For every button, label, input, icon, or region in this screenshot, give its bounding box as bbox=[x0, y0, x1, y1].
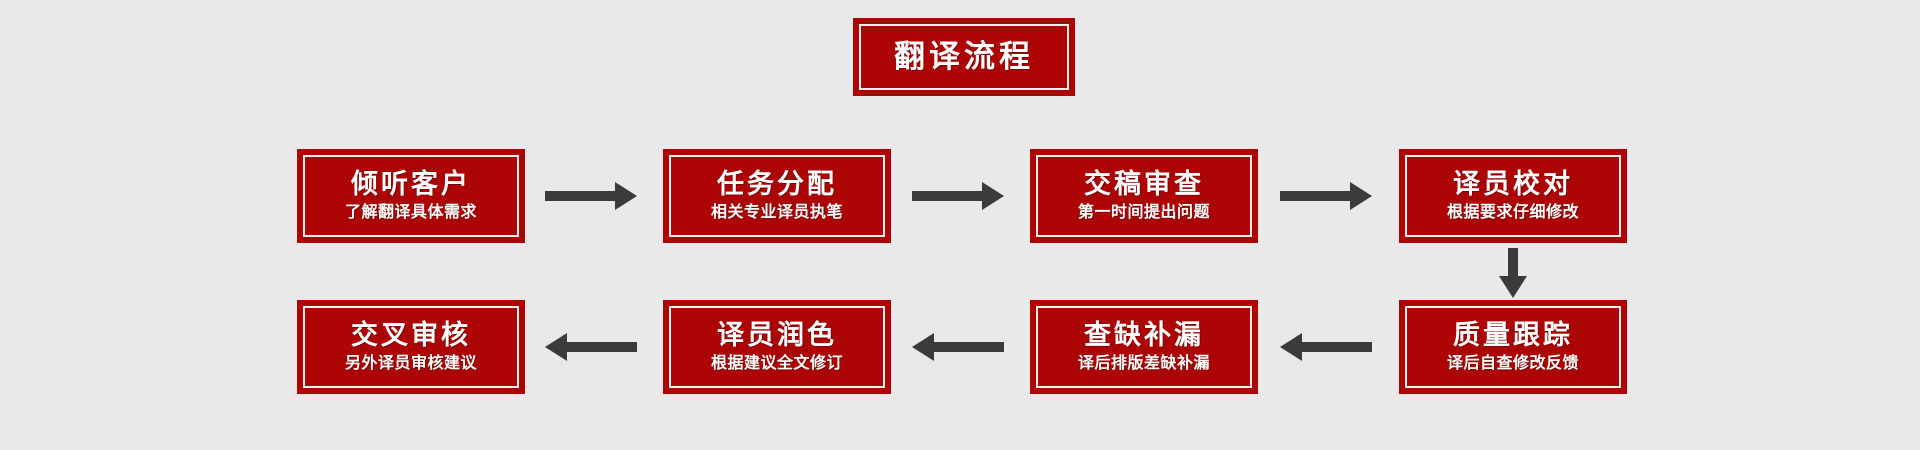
node-step-5-subtitle: 译后自查修改反馈 bbox=[1446, 352, 1579, 372]
arrow-shaft bbox=[912, 191, 982, 201]
node-step-7-subtitle: 根据建议全文修订 bbox=[710, 352, 843, 372]
arrow-head bbox=[615, 182, 637, 210]
node-step-3[interactable]: 交稿审查 第一时间提出问题 bbox=[1030, 149, 1258, 243]
arrow-shaft bbox=[567, 342, 637, 352]
arrow-step2-to-step3-icon bbox=[912, 182, 1004, 210]
arrow-shaft bbox=[1508, 248, 1518, 276]
node-step-4[interactable]: 译员校对 根据要求仔细修改 bbox=[1399, 149, 1627, 243]
node-step-2[interactable]: 任务分配 相关专业译员执笔 bbox=[663, 149, 891, 243]
node-step-2-title: 任务分配 bbox=[717, 169, 837, 201]
node-step-1-title: 倾听客户 bbox=[351, 169, 471, 201]
arrow-head bbox=[545, 333, 567, 361]
diagram-title-card: 翻译流程 bbox=[853, 18, 1075, 96]
arrow-step3-to-step4-icon bbox=[1280, 182, 1372, 210]
node-step-8[interactable]: 交叉审核 另外译员审核建议 bbox=[297, 300, 525, 394]
arrow-head bbox=[982, 182, 1004, 210]
node-step-4-title: 译员校对 bbox=[1453, 169, 1573, 201]
node-step-6[interactable]: 查缺补漏 译后排版差缺补漏 bbox=[1030, 300, 1258, 394]
node-step-1-subtitle: 了解翻译具体需求 bbox=[344, 201, 477, 221]
node-step-3-subtitle: 第一时间提出问题 bbox=[1077, 201, 1210, 221]
node-step-6-subtitle: 译后排版差缺补漏 bbox=[1077, 352, 1210, 372]
node-step-4-subtitle: 根据要求仔细修改 bbox=[1446, 201, 1579, 221]
arrow-shaft bbox=[1302, 342, 1372, 352]
arrow-step1-to-step2-icon bbox=[545, 182, 637, 210]
node-step-2-subtitle: 相关专业译员执笔 bbox=[710, 201, 843, 221]
node-step-8-subtitle: 另外译员审核建议 bbox=[344, 352, 477, 372]
node-step-3-title: 交稿审查 bbox=[1084, 169, 1204, 201]
node-step-7[interactable]: 译员润色 根据建议全文修订 bbox=[663, 300, 891, 394]
arrow-head bbox=[1280, 333, 1302, 361]
arrow-step5-to-step6-icon bbox=[1280, 333, 1372, 361]
node-step-8-title: 交叉审核 bbox=[351, 320, 471, 352]
diagram-title: 翻译流程 bbox=[894, 38, 1034, 75]
node-step-7-title: 译员润色 bbox=[717, 320, 837, 352]
arrow-head bbox=[1499, 276, 1527, 298]
node-step-5[interactable]: 质量跟踪 译后自查修改反馈 bbox=[1399, 300, 1627, 394]
node-step-5-title: 质量跟踪 bbox=[1453, 320, 1573, 352]
arrow-head bbox=[912, 333, 934, 361]
arrow-shaft bbox=[934, 342, 1004, 352]
arrow-head bbox=[1350, 182, 1372, 210]
arrow-step6-to-step7-icon bbox=[912, 333, 1004, 361]
node-step-1[interactable]: 倾听客户 了解翻译具体需求 bbox=[297, 149, 525, 243]
arrow-shaft bbox=[1280, 191, 1350, 201]
arrow-shaft bbox=[545, 191, 615, 201]
arrow-step7-to-step8-icon bbox=[545, 333, 637, 361]
arrow-step4-to-step5-icon bbox=[1499, 248, 1527, 298]
node-step-6-title: 查缺补漏 bbox=[1084, 320, 1204, 352]
